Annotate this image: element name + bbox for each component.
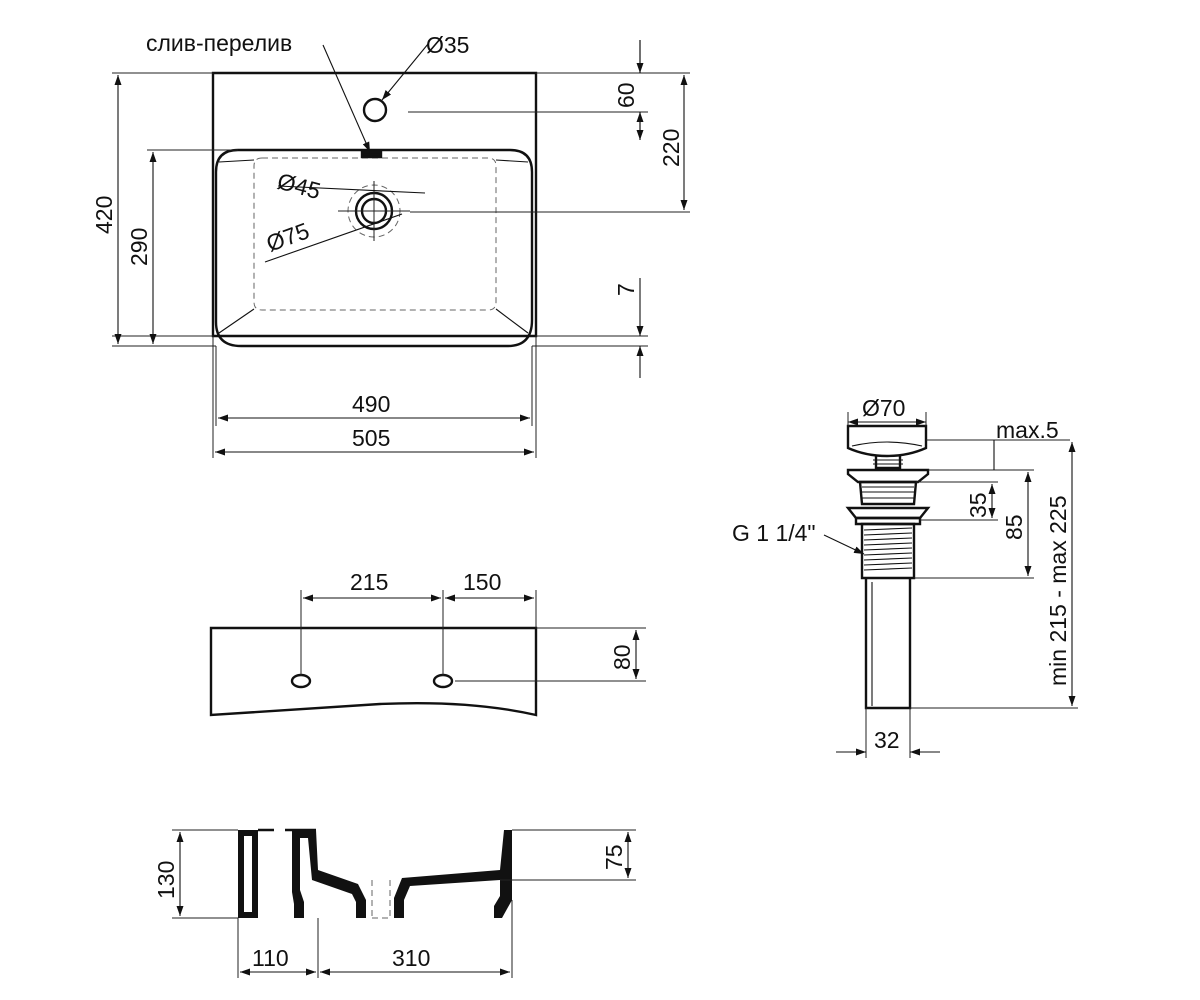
top-extensions-left [112,72,238,347]
section-bowl-depth: 75 [601,844,627,870]
bowl-width: 490 [352,391,390,417]
overflow-slot [360,150,383,159]
bowl-corner-lines [218,159,529,334]
top-extensions-right [408,72,690,347]
front-extensions [300,590,646,682]
top-view: слив-перелив Ø35 Ø45 Ø75 60 220 7 420 29… [91,30,690,458]
drain-inner-diameter: Ø45 [275,168,324,204]
drain-section-dashed [371,880,391,919]
tap-hole-offset: 60 [613,82,639,108]
bowl-depth: 290 [126,228,152,266]
overflow-label: слив-перелив [146,30,292,56]
bowl-right-section [394,830,512,918]
drain-flange [846,468,930,484]
bowl-rim [214,148,534,348]
drain-cap [846,424,928,458]
upper-body-lines [862,486,914,499]
drain-pipe [864,578,912,710]
drain-centerline [338,181,410,241]
drain-offset: 220 [658,129,684,167]
pipe-diameter: 32 [874,727,900,753]
section-view: 130 75 110 310 [153,828,636,978]
cap-gap: max.5 [996,417,1059,443]
section-extensions [172,829,636,978]
drain-nut [845,506,931,520]
drain-extensions [865,439,1078,758]
overflow-leader [322,44,371,153]
cap-diameter: Ø70 [862,395,905,421]
thread-lines [863,527,913,571]
drain-upper-body [858,480,918,506]
body-height-upper: 35 [965,492,991,518]
bowl-left-section [292,830,366,918]
bowl-length: 310 [392,945,430,971]
wall-offset: 110 [252,945,289,971]
hole-spacing: 215 [350,569,388,595]
front-outline [209,626,538,717]
stem-rings [873,459,903,465]
section-height: 130 [153,861,179,899]
overall-width: 505 [352,425,390,451]
rim-offset: 7 [613,283,639,296]
hole-height: 80 [609,644,635,670]
body-height: 85 [1001,514,1027,540]
drain-outer-leader [264,213,403,263]
thread-size: G 1 1/4" [732,520,816,546]
bowl-bottom [253,157,497,311]
drain-stem [874,456,902,470]
overall-depth: 420 [91,196,117,234]
total-length: min 215 - max 225 [1045,496,1071,686]
tap-diameter-leader [381,43,429,101]
fixing-hole-right [432,673,454,689]
front-view: 215 150 80 [209,569,646,717]
cap-extensions [847,412,927,426]
thread-leader [823,534,865,555]
tap-hole-diameter: Ø35 [426,32,469,58]
back-wall-section [238,830,258,918]
hole-edge-offset: 150 [463,569,501,595]
drain-nut-lower [854,516,922,526]
cap-highlight [851,441,923,447]
top-extensions-bottom [212,336,537,458]
fixing-hole-left [290,673,312,689]
drain-detail: Ø70 max.5 35 85 min 215 - max 225 G 1 1/… [732,395,1078,758]
tap-hole [362,97,388,123]
drain-outer-diameter: Ø75 [263,217,313,256]
drain-inner-leader [277,185,426,194]
